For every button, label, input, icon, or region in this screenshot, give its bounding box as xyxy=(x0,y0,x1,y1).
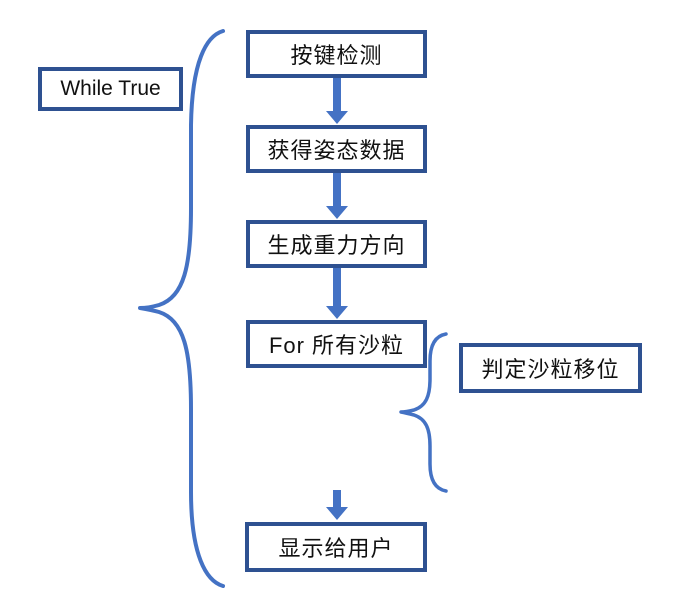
step-generate-gravity-direction: 生成重力方向 xyxy=(246,220,427,268)
down-arrow-icon xyxy=(326,173,348,219)
while-true-label-box: While True xyxy=(38,67,183,111)
step-label: 生成重力方向 xyxy=(267,233,406,258)
down-arrow-icon xyxy=(326,78,348,124)
step-display-to-user: 显示给用户 xyxy=(245,522,427,572)
left-curly-brace-small-icon xyxy=(399,332,448,493)
step-label: For 所有沙粒 xyxy=(268,333,405,358)
side-note-judge-sand-displacement: 判定沙粒移位 xyxy=(459,343,642,393)
step-for-all-sand-grains: For 所有沙粒 xyxy=(246,320,427,368)
down-arrow-icon xyxy=(326,268,348,319)
down-arrow-icon xyxy=(326,490,348,520)
step-key-detection: 按键检测 xyxy=(246,30,427,78)
step-label: 获得姿态数据 xyxy=(267,138,406,163)
step-label: 显示给用户 xyxy=(278,536,394,561)
left-curly-brace-icon xyxy=(138,29,225,588)
step-get-attitude-data: 获得姿态数据 xyxy=(246,125,427,173)
while-true-label: While True xyxy=(60,77,161,100)
step-label: 按键检测 xyxy=(290,43,383,68)
side-note-label: 判定沙粒移位 xyxy=(481,357,620,382)
